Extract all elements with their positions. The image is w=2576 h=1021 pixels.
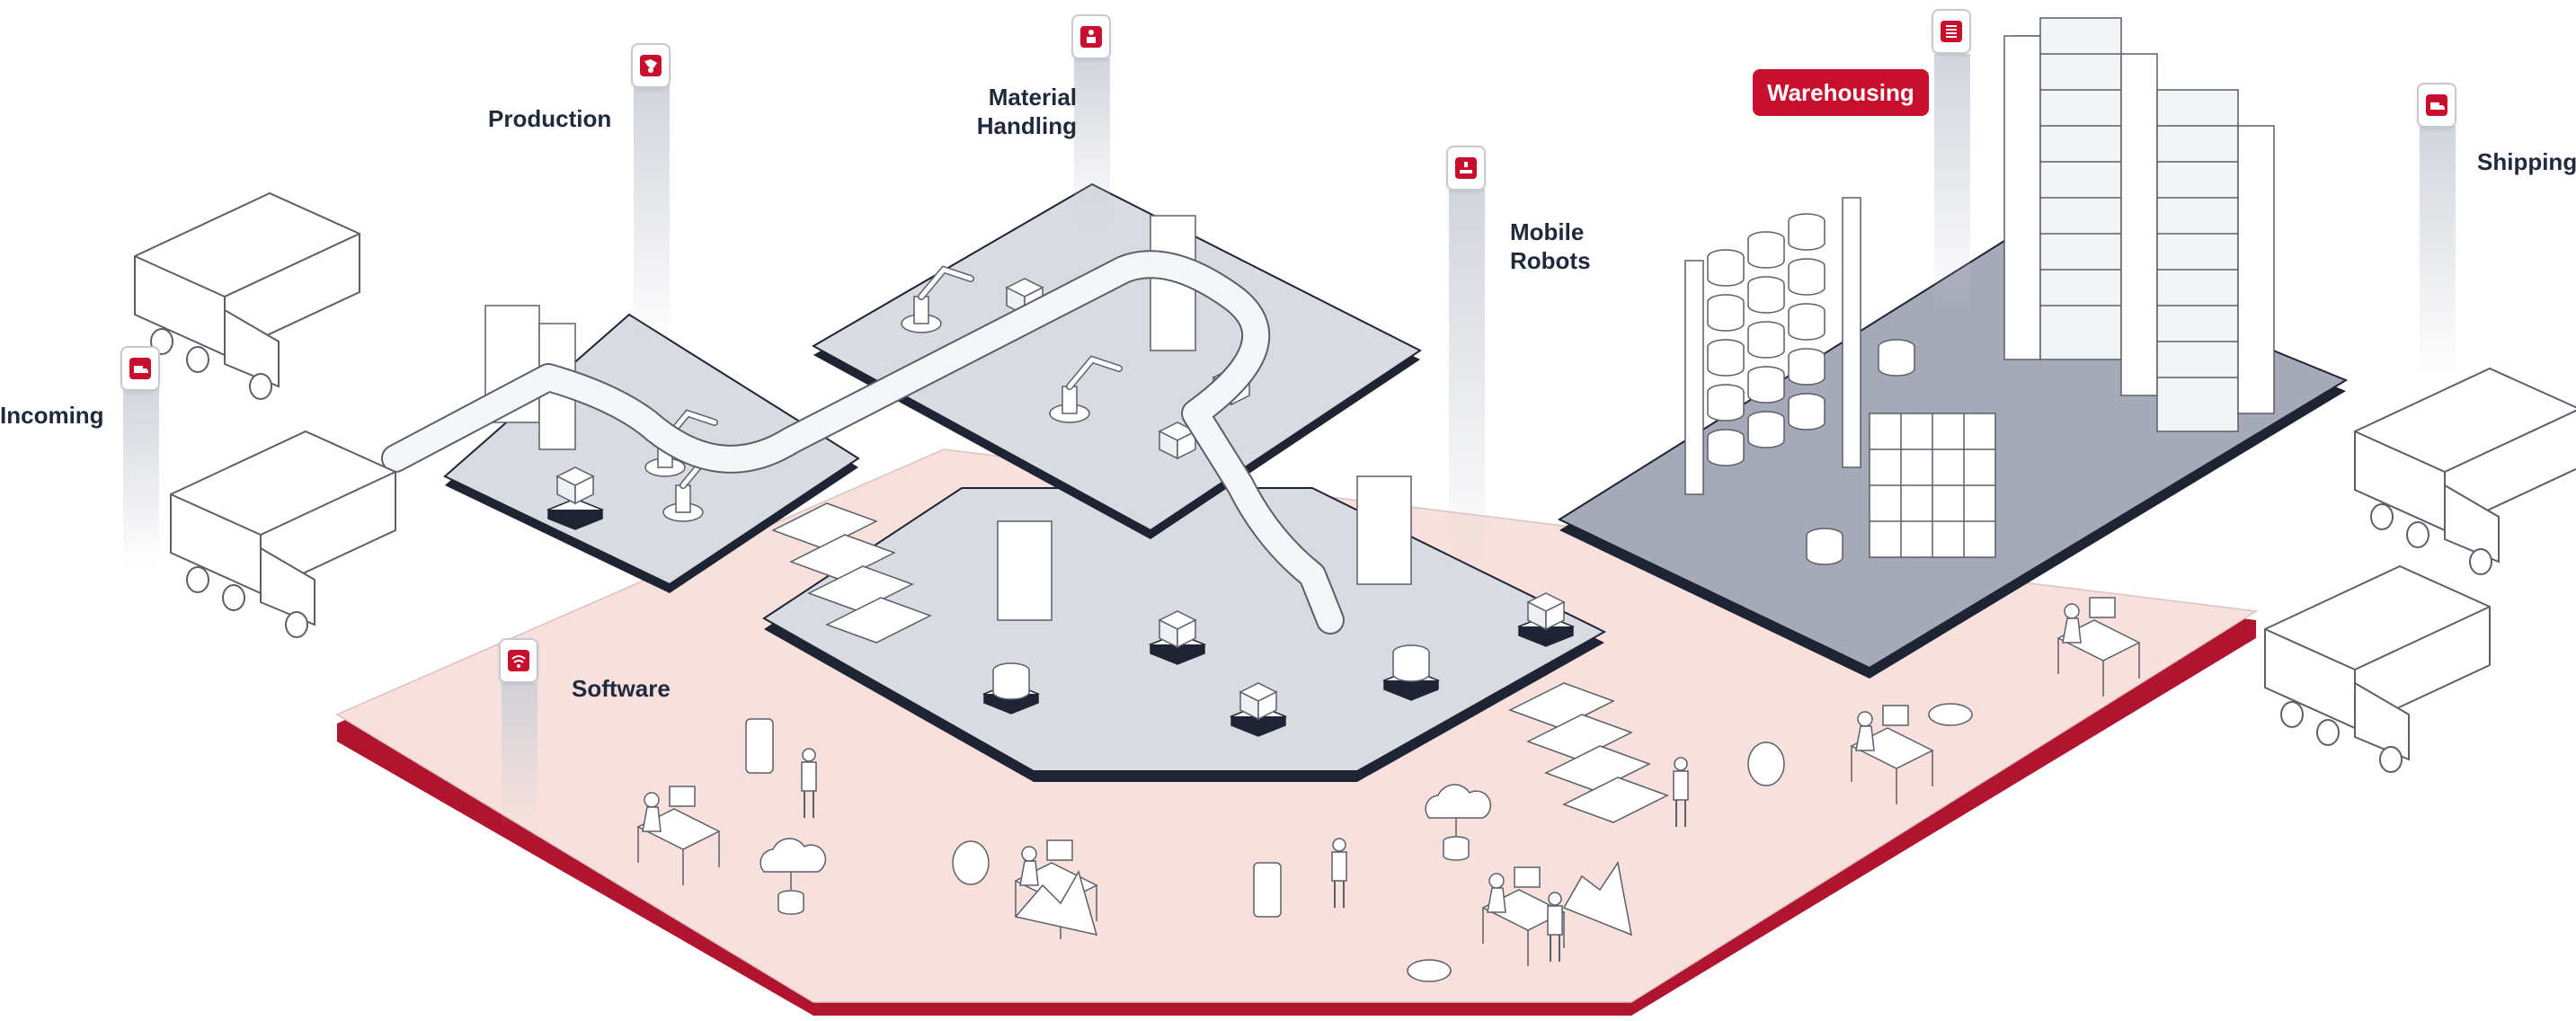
wifi-icon[interactable] (499, 638, 538, 683)
material-handling-platform (811, 182, 1422, 539)
high-bay-racks (2003, 17, 2275, 432)
label-material-handling[interactable]: Material Handling (976, 84, 1077, 139)
truck-incoming-top (134, 192, 360, 400)
drum-racks (1684, 197, 1861, 495)
pole-incoming (123, 386, 159, 566)
robot-icon[interactable] (1446, 146, 1486, 191)
mobile-robots-platform (762, 475, 1607, 782)
label-production[interactable]: Production (488, 105, 612, 132)
pole-shipping (2420, 126, 2456, 377)
pole-warehousing (1934, 54, 1970, 315)
label-incoming[interactable]: Incoming (0, 402, 104, 429)
shipping-truck-icon[interactable] (2417, 83, 2456, 128)
label-warehousing[interactable]: Warehousing (1753, 69, 1929, 116)
stairs (771, 502, 1669, 823)
truck-icon[interactable] (120, 346, 160, 391)
label-shipping[interactable]: Shipping (2477, 148, 2576, 175)
label-software[interactable]: Software (572, 675, 671, 702)
rack-icon[interactable] (1932, 9, 1971, 54)
pole-mobile-robots (1449, 189, 1485, 575)
pole-production (634, 85, 670, 346)
production-icon[interactable] (631, 43, 671, 88)
software-scenery (637, 597, 2140, 982)
box-racks (1806, 339, 1996, 565)
truck-shipping-bottom (2264, 565, 2491, 773)
pole-material-handling (1074, 58, 1110, 229)
truck-shipping-top (2354, 368, 2576, 575)
person-box-icon[interactable] (1071, 14, 1111, 59)
pole-software (502, 683, 537, 827)
label-mobile-robots[interactable]: Mobile Robots (1510, 218, 1591, 274)
truck-incoming-bottom (170, 431, 396, 638)
